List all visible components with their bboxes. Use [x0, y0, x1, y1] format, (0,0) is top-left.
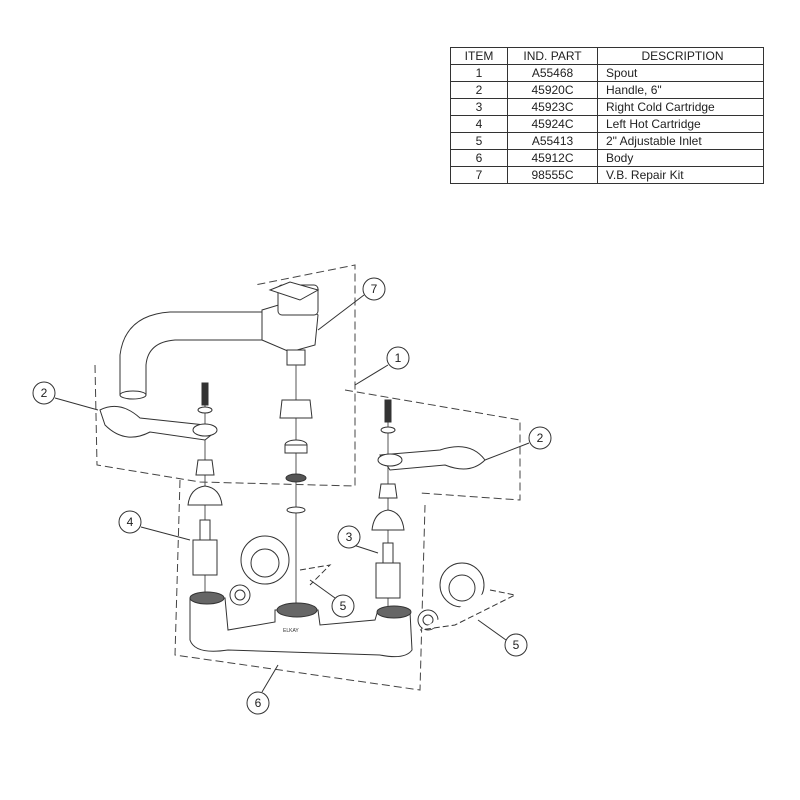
svg-text:1: 1 [395, 351, 402, 365]
spout [119, 281, 320, 400]
callout-6: 6 [246, 691, 270, 715]
center-stack [279, 399, 313, 514]
cell-part: 45912C [507, 149, 598, 167]
cell-description: V.B. Repair Kit [597, 166, 764, 184]
inlets [229, 535, 517, 631]
callout-2-right: 2 [528, 426, 552, 450]
svg-text:5: 5 [340, 599, 347, 613]
callout-4: 4 [118, 510, 142, 534]
right-handle-outline [344, 389, 521, 501]
callout-3: 3 [337, 525, 361, 549]
body: ELKAY [189, 591, 413, 658]
svg-text:6: 6 [255, 696, 262, 710]
left-handle-stack [99, 382, 223, 576]
callouts: 7 1 2 2 4 3 5 5 6 [32, 277, 552, 715]
svg-text:4: 4 [127, 515, 134, 529]
svg-text:7: 7 [371, 282, 378, 296]
body-group-outline [174, 479, 426, 691]
svg-text:2: 2 [537, 431, 544, 445]
svg-text:2: 2 [41, 386, 48, 400]
svg-text:5: 5 [513, 638, 520, 652]
callout-5-right: 5 [504, 633, 528, 657]
callout-5-left: 5 [331, 594, 355, 618]
spout-group-outline [94, 264, 356, 487]
cell-description: 2" Adjustable Inlet [597, 132, 764, 150]
svg-text:3: 3 [346, 530, 353, 544]
callout-7: 7 [362, 277, 386, 301]
cell-description: Left Hot Cartridge [597, 115, 764, 133]
callout-2-left: 2 [32, 381, 56, 405]
callout-1: 1 [386, 346, 410, 370]
body-marking: ELKAY [283, 628, 299, 634]
cell-part: 98555C [507, 166, 598, 184]
right-handle-stack [371, 399, 486, 599]
group-outlines [94, 264, 521, 691]
cell-description: Handle, 6" [597, 81, 764, 99]
